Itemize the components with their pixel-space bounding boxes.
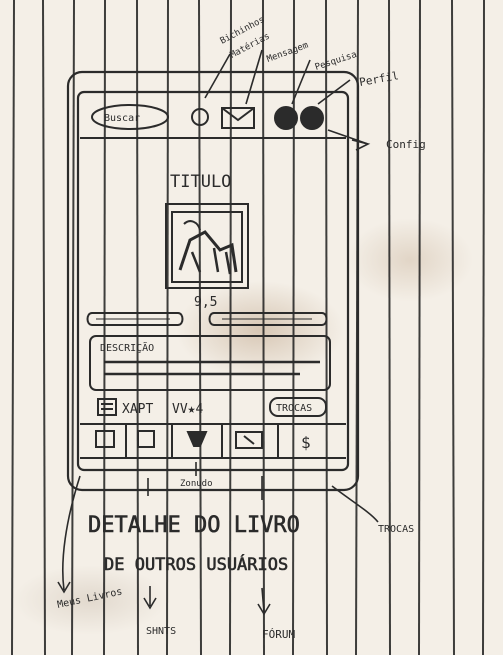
- search-text: Buscar: [104, 113, 140, 124]
- annotation-heading-2: DE OUTROS USUÁRIOS: [104, 553, 288, 575]
- book-title: TITULO: [170, 172, 231, 192]
- annotation-center-label: Zonudo: [180, 479, 213, 489]
- annotation-search: SHNTS: [146, 626, 176, 637]
- annotation-label-e: Perfil: [358, 69, 399, 89]
- nav-search-icon[interactable]: [138, 431, 154, 447]
- nav-home-icon[interactable]: [188, 432, 206, 446]
- annotation-label-d: Pesquisa: [314, 50, 358, 73]
- settings-icon[interactable]: [301, 107, 323, 129]
- profile-icon[interactable]: [275, 107, 297, 129]
- action-stars-text: VV★4: [172, 402, 203, 417]
- annotation-heading-1: DETALHE DO LIVRO: [88, 513, 300, 538]
- annotation-config: Config: [386, 138, 426, 151]
- description-label: DESCRIÇÃO: [100, 341, 154, 354]
- annotation-trocas: TROCAS: [378, 524, 414, 535]
- annotation-meus-livros: Meus Livros: [56, 586, 123, 611]
- list-icon[interactable]: [98, 399, 116, 415]
- nav-money-icon[interactable]: $: [301, 433, 311, 452]
- annotation-forum: FÓRUM: [262, 628, 295, 641]
- action-left-text: XAPT: [122, 402, 153, 417]
- rating-value: 9,5: [194, 295, 217, 310]
- annotation-label-c: Mensagem: [266, 41, 310, 65]
- trocas-button-label: TROCAS: [276, 403, 312, 414]
- book-cover-image: [166, 204, 248, 288]
- nav-forum-icon[interactable]: [236, 432, 262, 448]
